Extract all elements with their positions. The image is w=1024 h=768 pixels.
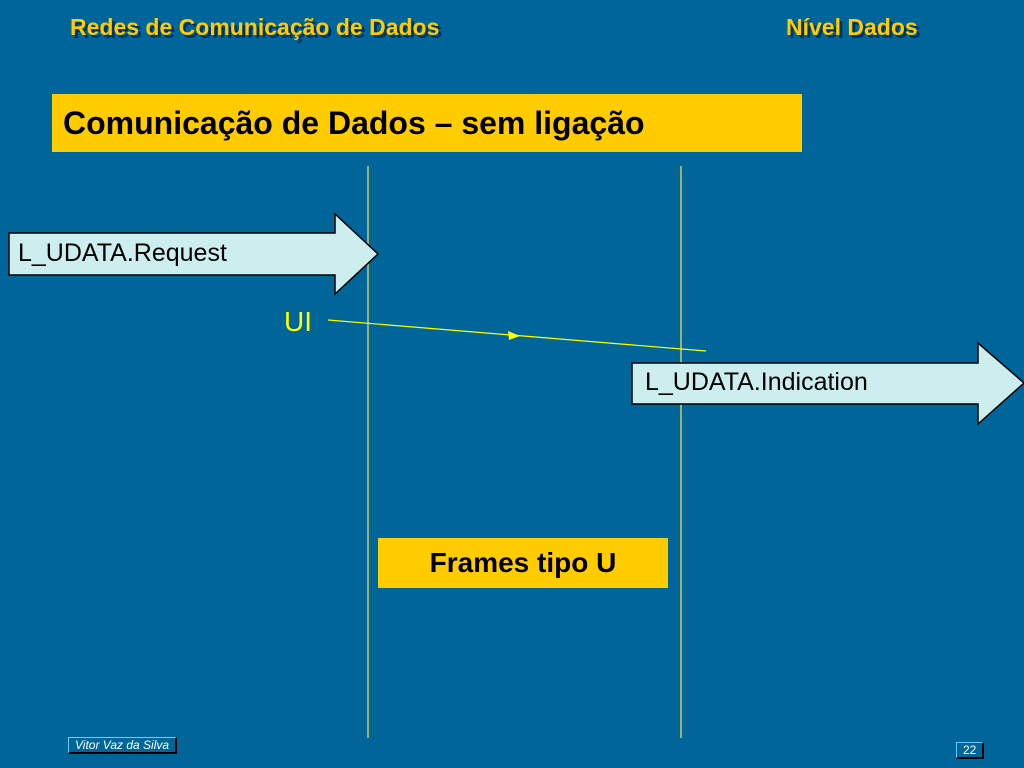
- course-title: Redes de Comunicação de Dados: [70, 14, 440, 40]
- ui-frame-label: UI: [284, 306, 312, 337]
- author-footer: Vitor Vaz da Silva: [68, 737, 178, 754]
- frames-note: Frames tipo U: [378, 538, 668, 588]
- section-title: Nível Dados: [786, 14, 918, 40]
- indication-arrow-shape: [631, 341, 1024, 426]
- page-number: 22: [956, 742, 985, 759]
- slide-title: Comunicação de Dados – sem ligação: [52, 94, 802, 152]
- request-arrow-shape: [8, 212, 380, 296]
- indication-label: L_UDATA.Indication: [645, 368, 868, 396]
- ui-frame-arrowhead: [508, 331, 520, 340]
- request-label: L_UDATA.Request: [18, 239, 227, 267]
